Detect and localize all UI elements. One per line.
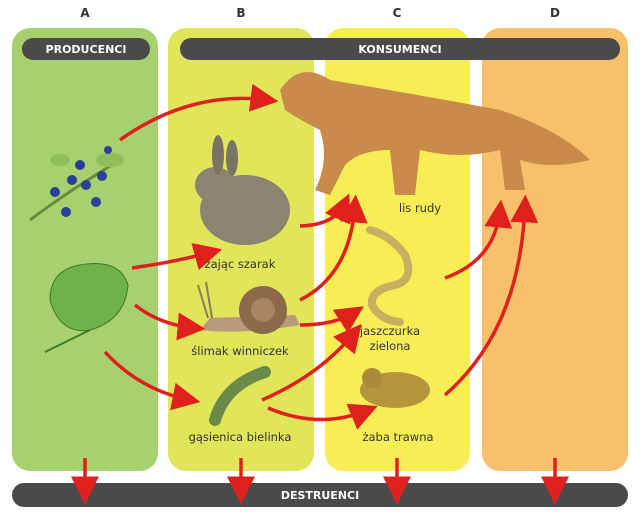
column-letter-a: A	[80, 6, 90, 20]
blueberry-illustration	[29, 146, 124, 222]
fox-illustration	[280, 72, 590, 195]
snail-illustration	[197, 281, 300, 334]
food-chain-arrows	[71, 83, 569, 505]
lizard-label-line2: zielona	[369, 339, 411, 353]
lizard-illustration	[366, 226, 413, 326]
column-letter-b: B	[236, 6, 246, 20]
frog-label: żaba trawna	[362, 430, 434, 444]
hare-illustration	[195, 135, 290, 245]
decomposers-bar: DESTRUENCI	[12, 483, 628, 507]
hare-label: zając szarak	[204, 257, 276, 271]
snail-label: ślimak winniczek	[191, 344, 289, 358]
frog-illustration	[360, 368, 430, 408]
consumers-bar: KONSUMENCI	[180, 38, 620, 60]
leaf-illustration	[44, 263, 129, 353]
lizard-label-line1: jaszczurka	[359, 324, 421, 338]
caterpillar-illustration	[209, 366, 271, 426]
column-d	[482, 28, 628, 471]
producers-bar: PRODUCENCI	[22, 38, 150, 60]
fox-label: lis rudy	[398, 201, 442, 215]
column-a	[12, 28, 158, 471]
column-letter-d: D	[550, 6, 560, 20]
caterpillar-label: gąsienica bielinka	[188, 430, 292, 444]
column-letter-c: C	[392, 6, 402, 20]
